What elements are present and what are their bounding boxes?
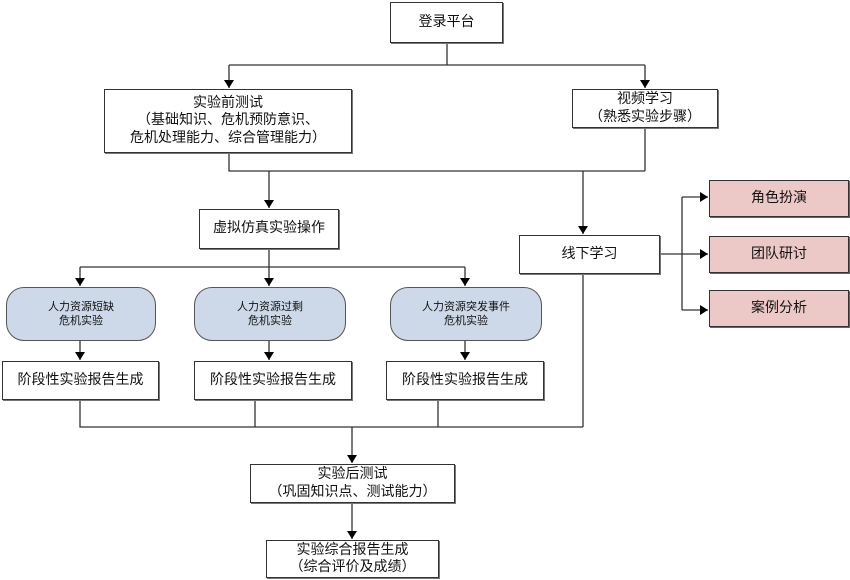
node-exp-shortage: 人力资源短缺 危机实验 (6, 287, 156, 341)
node-video: 视频学习 （熟悉实验步骤） (572, 89, 718, 128)
edge-offline-branch (659, 197, 683, 310)
node-report-2: 阶段性实验报告生成 (194, 361, 352, 400)
node-exp-emergency: 人力资源突发事件 危机实验 (390, 287, 542, 341)
edge-login-split (229, 42, 645, 66)
node-login: 登录平台 (390, 2, 503, 43)
node-offline: 线下学习 (519, 235, 660, 274)
edge-virtual-split (80, 248, 465, 268)
node-roleplay: 角色扮演 (709, 180, 849, 217)
node-virtual: 虚拟仿真实验操作 (199, 209, 339, 249)
edge-merge-top (228, 127, 646, 172)
node-pretest: 实验前测试 （基础知识、危机预防意识、 危机处理能力、综合管理能力） (104, 89, 352, 153)
edge-reports-merge (79, 274, 584, 428)
node-exp-surplus: 人力资源过剩 危机实验 (194, 287, 346, 341)
node-team: 团队研讨 (709, 236, 849, 273)
node-report-1: 阶段性实验报告生成 (2, 361, 159, 400)
node-report-3: 阶段性实验报告生成 (386, 361, 544, 400)
node-final: 实验综合报告生成 （综合评价及成绩） (266, 540, 439, 578)
node-case: 案例分析 (709, 290, 849, 327)
node-posttest: 实验后测试 （巩固知识点、测试能力） (250, 464, 455, 503)
